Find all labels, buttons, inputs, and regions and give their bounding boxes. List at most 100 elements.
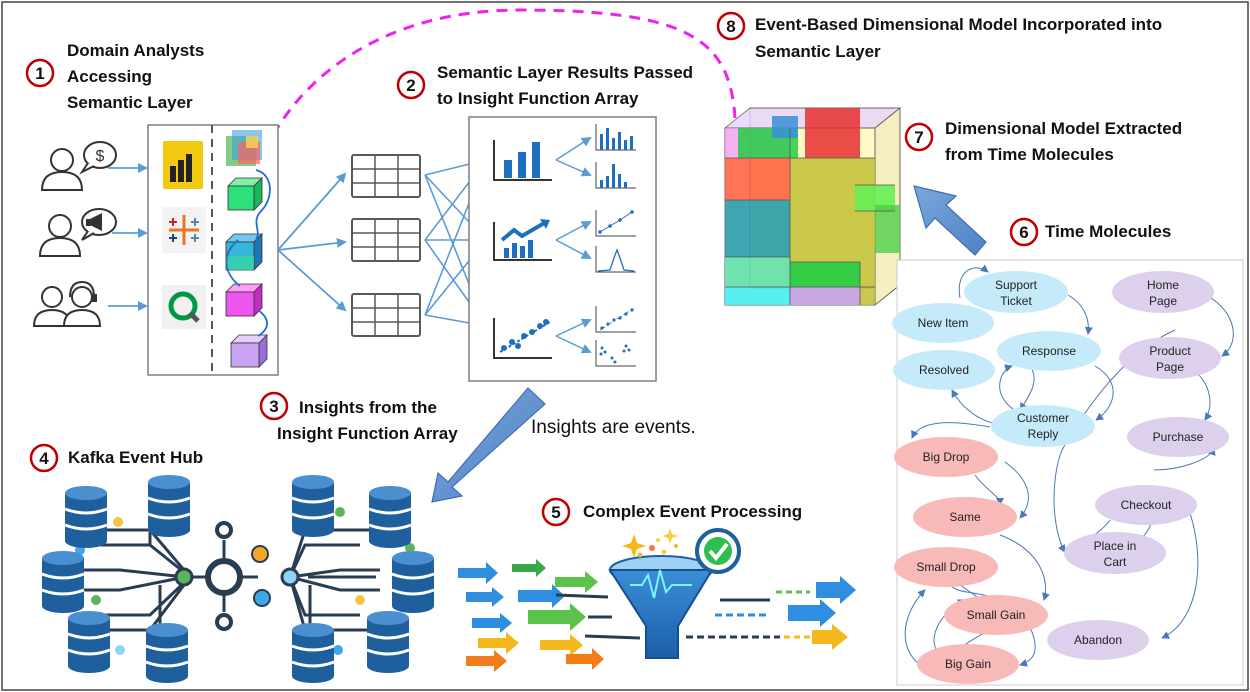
mini-flow-arrows xyxy=(555,136,592,354)
molecule-node: Small Gain xyxy=(944,595,1048,635)
dollar-speech-icon: $ xyxy=(40,141,117,191)
molecule-node-label: Page xyxy=(1149,294,1177,308)
bar-chart-icon xyxy=(493,140,552,181)
molecule-node-label: Ticket xyxy=(1000,294,1032,308)
step-number: 1 xyxy=(35,64,44,83)
molecule-node-label: Same xyxy=(949,510,981,524)
molecule-node-label: New Item xyxy=(918,316,969,330)
molecule-node-label: Response xyxy=(1022,344,1076,358)
feedback-dashed-arrow xyxy=(266,8,737,149)
cube-link-line xyxy=(225,239,241,287)
molecule-node-label: Small Drop xyxy=(916,560,976,574)
kafka-event-hub xyxy=(75,505,415,655)
molecules-to-cube-arrow xyxy=(913,185,987,256)
step-badge xyxy=(396,70,426,100)
cube-link-line xyxy=(257,309,268,337)
step-number: 4 xyxy=(39,449,49,468)
dimensional-model-cube xyxy=(723,106,902,307)
step-title-line: Domain Analysts xyxy=(67,41,204,60)
step-number: 6 xyxy=(1019,223,1028,242)
molecule-node: Place in Cart xyxy=(1064,532,1166,574)
power-bi-icon xyxy=(163,141,203,189)
svg-text:$: $ xyxy=(96,148,105,165)
molecule-node: Big Drop xyxy=(894,437,998,477)
mini-bar-chart-icon xyxy=(595,162,636,189)
molecule-node-label: Product xyxy=(1149,344,1191,358)
step-title-line: from Time Molecules xyxy=(945,145,1114,164)
scatter-chart-icon xyxy=(493,318,552,359)
output-arrows xyxy=(686,576,856,650)
step-3-label: 3 Insights from the Insight Function Arr… xyxy=(259,391,458,443)
step-title-line: Semantic Layer xyxy=(755,42,881,61)
flow-arrow xyxy=(277,237,347,251)
molecule-node-label: Big Gain xyxy=(945,657,991,671)
step-8-label: 8 Event-Based Dimensional Model Incorpor… xyxy=(716,11,1162,61)
molecule-node-label: Resolved xyxy=(919,363,969,377)
step-6-label: 6 Time Molecules xyxy=(1009,217,1171,247)
table-icon xyxy=(351,154,421,198)
qlik-icon xyxy=(162,285,206,329)
database-icon xyxy=(366,611,410,673)
step-badge xyxy=(25,58,55,88)
step-7-label: 7 Dimensional Model Extracted from Time … xyxy=(904,119,1182,164)
step-badge xyxy=(904,122,934,152)
cube-icon xyxy=(225,283,263,317)
database-icon xyxy=(291,623,335,683)
step-number: 7 xyxy=(914,128,923,147)
flow-arrow xyxy=(277,172,347,251)
step-title-line: Event-Based Dimensional Model Incorporat… xyxy=(755,15,1162,34)
step-title-line: Complex Event Processing xyxy=(583,502,802,521)
table-icon xyxy=(351,293,421,337)
step-number: 3 xyxy=(269,397,278,416)
molecule-node: Response xyxy=(997,331,1101,371)
step-badge xyxy=(259,391,289,421)
step-title-line: Time Molecules xyxy=(1045,222,1171,241)
molecule-node-label: Page xyxy=(1156,360,1184,374)
database-icon xyxy=(391,551,435,613)
database-icon xyxy=(291,475,335,537)
molecule-node: Support Ticket xyxy=(964,271,1068,313)
step-title-line: Semantic Layer xyxy=(67,93,193,112)
cube-icon xyxy=(230,334,268,368)
database-icon xyxy=(64,486,108,548)
step-title-line: Semantic Layer Results Passed xyxy=(437,63,693,82)
step-badge xyxy=(1009,217,1039,247)
database-icon xyxy=(145,623,189,683)
database-icon xyxy=(67,611,111,673)
molecule-node: Checkout xyxy=(1095,485,1197,525)
molecule-node: Same xyxy=(913,497,1017,537)
step-number: 2 xyxy=(406,76,415,95)
step-2-label: 2 Semantic Layer Results Passed to Insig… xyxy=(396,63,693,108)
molecule-node-label: Support xyxy=(995,278,1038,292)
table-icon xyxy=(351,218,421,262)
step-badge xyxy=(541,497,571,527)
step-number: 5 xyxy=(551,503,560,522)
molecule-node-label: Cart xyxy=(1104,555,1127,569)
event-stream-arrows xyxy=(458,559,641,672)
molecule-node-label: Place in xyxy=(1094,539,1137,553)
insight-function-array-box xyxy=(468,116,657,382)
molecule-node-label: Reply xyxy=(1028,427,1059,441)
molecule-node: Customer Reply xyxy=(991,405,1095,447)
step-4-label: 4 Kafka Event Hub xyxy=(29,443,203,473)
step-title-line: to Insight Function Array xyxy=(437,89,639,108)
molecule-node-label: Customer xyxy=(1017,411,1069,425)
step-badge xyxy=(29,443,59,473)
step-1-label: 1 Domain Analysts Accessing Semantic Lay… xyxy=(25,41,204,112)
molecule-node: Abandon xyxy=(1047,620,1149,660)
step-title-line: Insight Function Array xyxy=(277,424,458,443)
mini-cluster-chart-icon xyxy=(595,340,636,367)
molecule-node: Purchase xyxy=(1127,417,1229,457)
molecule-node: Home Page xyxy=(1112,271,1214,313)
mini-scatter-chart-icon xyxy=(595,306,636,333)
molecule-node-label: Home xyxy=(1147,278,1179,292)
database-icon xyxy=(41,551,85,613)
molecule-node: New Item xyxy=(892,303,994,343)
cube-icon xyxy=(227,177,263,211)
mini-distribution-chart-icon xyxy=(595,246,636,273)
step-title-line: Dimensional Model Extracted xyxy=(945,119,1182,138)
molecule-node-label: Checkout xyxy=(1121,498,1172,512)
molecule-node-label: Big Drop xyxy=(923,450,970,464)
tableau-icon xyxy=(162,207,206,253)
megaphone-speech-icon xyxy=(38,208,117,257)
